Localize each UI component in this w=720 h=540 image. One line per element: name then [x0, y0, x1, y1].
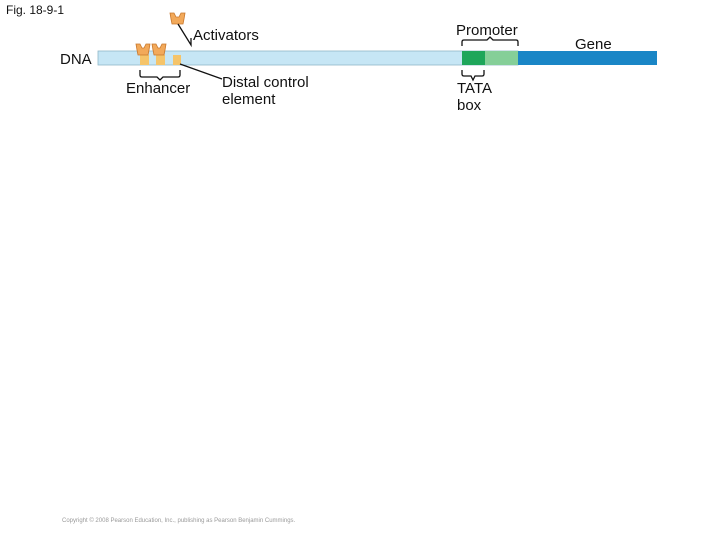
activator-protein: [151, 43, 167, 56]
gene-region: [518, 51, 657, 65]
distal-leader-line: [179, 63, 223, 80]
promoter-label: Promoter: [456, 22, 518, 39]
activators-label: Activators: [193, 27, 259, 44]
activator-protein: [135, 43, 151, 56]
activator-protein: [169, 12, 186, 25]
promoter-region: [485, 51, 518, 65]
enhancer-site: [156, 55, 165, 65]
gene-label: Gene: [575, 36, 612, 53]
promoter-bracket: [461, 36, 519, 46]
tata-box-region: [462, 51, 485, 65]
enhancer-site: [140, 55, 149, 65]
enhancer-site: [173, 55, 181, 65]
tata-box-label: TATA box: [457, 80, 492, 114]
activators-leader-line: [177, 23, 192, 48]
tata-bracket: [461, 70, 485, 82]
dna-label: DNA: [60, 51, 92, 68]
enhancer-bracket: [139, 70, 181, 81]
figure-label: Fig. 18-9-1: [6, 3, 65, 17]
distal-control-element-label: Distal control element: [222, 74, 309, 108]
copyright-notice: Copyright © 2008 Pearson Education, Inc.…: [62, 518, 296, 524]
enhancer-label: Enhancer: [126, 80, 191, 97]
